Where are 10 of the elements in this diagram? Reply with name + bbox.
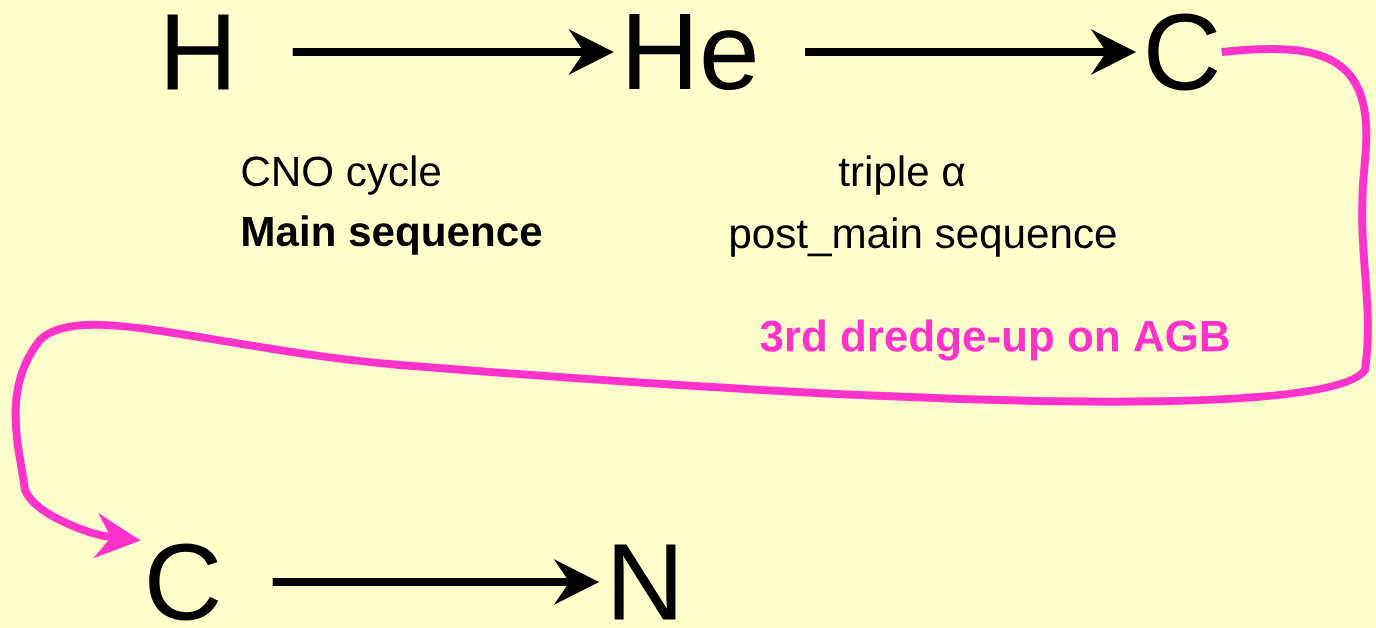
element-symbol: C bbox=[1148, 13, 1218, 91]
annotation-text: CNO cycle bbox=[242, 155, 440, 195]
annotation-text: Main sequence bbox=[243, 215, 542, 255]
element-symbol: H bbox=[167, 14, 229, 90]
element-symbol: C bbox=[149, 543, 219, 621]
annotation-text: post_main sequence bbox=[731, 217, 1116, 257]
element-symbol: N bbox=[614, 544, 676, 620]
annotation-text: triple α bbox=[838, 155, 965, 195]
element-symbol: He bbox=[629, 13, 755, 90]
edge-label: 3rd dredge-up on AGB bbox=[756, 315, 1235, 365]
